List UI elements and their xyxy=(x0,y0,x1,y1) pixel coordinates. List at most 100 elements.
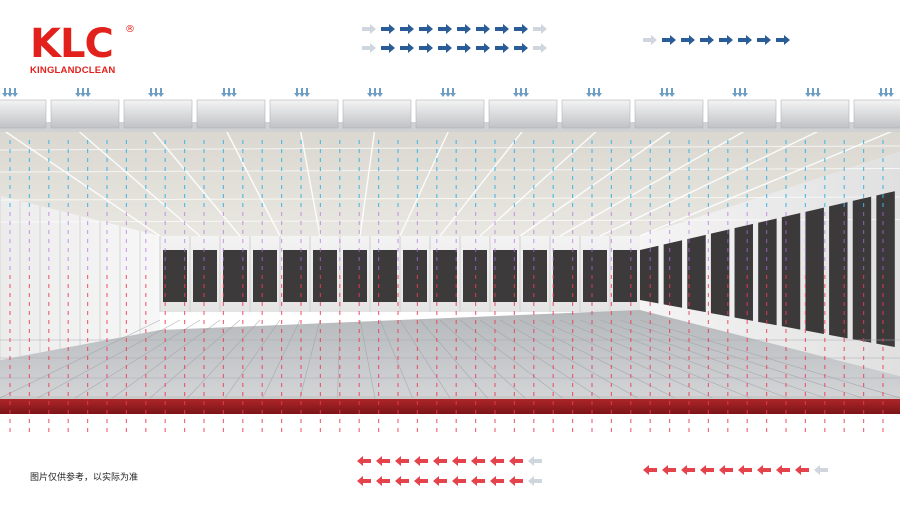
arrow-down-icon xyxy=(148,88,154,97)
arrow-down-icon xyxy=(523,88,529,97)
ceiling-grid-line xyxy=(559,127,751,237)
arrow-left-icon xyxy=(395,456,409,466)
floor-grating-line xyxy=(299,319,321,399)
supply-duct-row xyxy=(0,88,900,132)
right-wall-window xyxy=(781,213,801,330)
arrow-right-icon xyxy=(533,43,547,53)
duct-intake-arrows xyxy=(148,88,164,97)
floor-grating-line xyxy=(639,319,900,399)
left-wall-panels xyxy=(0,196,141,360)
arrow-right-icon xyxy=(476,24,490,34)
ffu-housing xyxy=(342,99,412,129)
arrow-right-icon xyxy=(495,24,509,34)
arrow-down-icon xyxy=(367,88,373,97)
floor-grating-line xyxy=(499,319,638,399)
arrow-left-icon xyxy=(528,456,542,466)
ffu-housing xyxy=(780,99,850,129)
arrow-down-icon xyxy=(664,88,670,97)
floor-grating-line xyxy=(37,319,181,399)
duct-intake-arrows xyxy=(75,88,91,97)
arrow-left-icon xyxy=(643,465,657,475)
arrow-left-icon xyxy=(433,476,447,486)
arrow-right-icon xyxy=(419,43,433,53)
arrow-left-icon xyxy=(471,456,485,466)
right-wall-window xyxy=(710,229,730,317)
arrow-down-icon xyxy=(294,88,300,97)
arrow-right-icon xyxy=(438,43,452,53)
back-wall-window xyxy=(613,250,637,302)
arrow-right-icon xyxy=(381,24,395,34)
arrow-left-icon xyxy=(471,476,485,486)
back-wall-window xyxy=(193,250,217,302)
arrow-left-icon xyxy=(490,456,504,466)
arrow-down-icon xyxy=(153,88,159,97)
floor-grating-line xyxy=(519,319,676,399)
back-wall-window xyxy=(283,250,307,302)
arrow-left-icon xyxy=(662,465,676,475)
arrow-right-icon xyxy=(400,43,414,53)
ceiling-grid-line xyxy=(399,127,451,237)
arrow-down-icon xyxy=(450,88,456,97)
supply-arrow-row xyxy=(362,43,547,53)
ceiling-grid xyxy=(0,127,900,237)
floor-grating-line xyxy=(399,319,451,399)
arrow-left-icon xyxy=(452,476,466,486)
duct-intake-arrows xyxy=(586,88,602,97)
back-wall-window xyxy=(523,250,547,302)
floor-grating-line xyxy=(224,319,281,399)
arrow-right-icon xyxy=(514,24,528,34)
arrow-left-icon xyxy=(700,465,714,475)
duct-intake-arrows xyxy=(2,88,18,97)
arrow-left-icon xyxy=(757,465,771,475)
arrow-right-icon xyxy=(514,43,528,53)
arrow-right-icon xyxy=(438,24,452,34)
arrow-left-icon xyxy=(357,476,371,486)
arrow-right-icon xyxy=(457,43,471,53)
arrow-down-icon xyxy=(85,88,91,97)
arrow-left-icon xyxy=(357,456,371,466)
arrow-right-icon xyxy=(476,43,490,53)
ceiling-grid-line xyxy=(0,127,161,237)
ceiling-grid-line xyxy=(0,145,900,151)
arrow-down-icon xyxy=(518,88,524,97)
ceiling-grid-line xyxy=(479,127,601,237)
arrow-down-icon xyxy=(586,88,592,97)
arrow-right-icon xyxy=(362,24,376,34)
ffu-housing xyxy=(415,99,485,129)
arrow-down-icon xyxy=(810,88,816,97)
arrow-down-icon xyxy=(377,88,383,97)
duct-intake-arrows xyxy=(878,88,894,97)
ffu-housing xyxy=(123,99,193,129)
arrow-down-icon xyxy=(2,88,8,97)
arrow-right-icon xyxy=(700,35,714,45)
ceiling-grid-line xyxy=(299,127,321,237)
arrow-right-icon xyxy=(495,43,509,53)
right-wall-window xyxy=(852,196,872,343)
arrow-left-icon xyxy=(719,465,733,475)
duct-intake-arrows xyxy=(221,88,237,97)
arrow-down-icon xyxy=(75,88,81,97)
right-wall-window xyxy=(805,207,824,334)
logo-name: KINGLANDCLEAN xyxy=(30,65,116,76)
duct-intake-arrows xyxy=(659,88,675,97)
arrow-down-icon xyxy=(596,88,602,97)
floor xyxy=(0,310,900,398)
arrow-down-icon xyxy=(737,88,743,97)
ffu-housing xyxy=(561,99,631,129)
ceiling-grid-line xyxy=(359,127,376,237)
ceiling-grid-line xyxy=(0,196,900,201)
ceiling-grid-line xyxy=(0,168,900,173)
arrow-down-icon xyxy=(158,88,164,97)
arrow-down-icon xyxy=(12,88,18,97)
ceiling-grid-line xyxy=(149,127,241,237)
ffu-housing xyxy=(50,99,120,129)
ceiling-grid-line xyxy=(519,127,676,237)
arrow-left-icon xyxy=(509,456,523,466)
arrow-down-icon xyxy=(226,88,232,97)
arrow-down-icon xyxy=(742,88,748,97)
arrow-down-icon xyxy=(299,88,305,97)
return-arrow-row xyxy=(357,456,542,466)
floor-grating-line xyxy=(439,319,526,399)
arrow-left-icon xyxy=(681,465,695,475)
